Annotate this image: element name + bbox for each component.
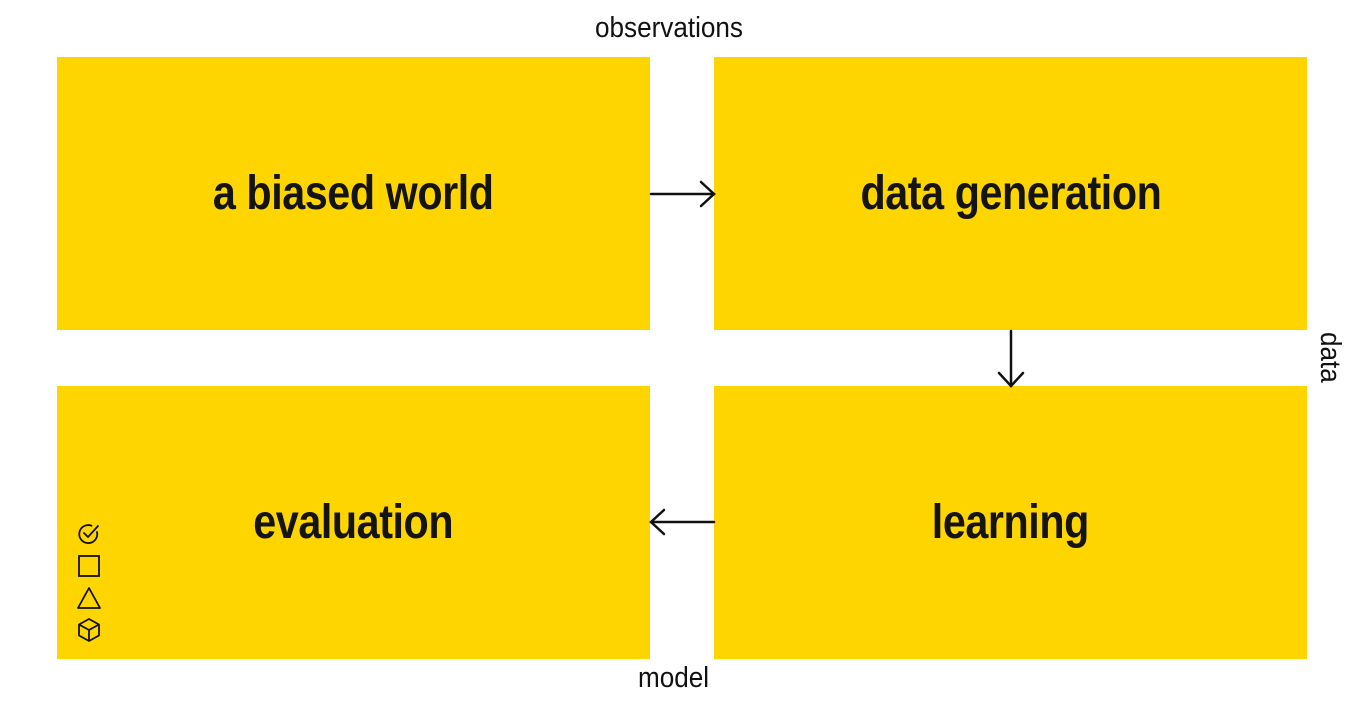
shape-toolbar (74, 520, 104, 644)
edge-label-model: model (638, 662, 710, 694)
edge-label-observations: observations (595, 12, 743, 44)
box-a-biased-world: a biased world (57, 57, 650, 330)
arrow-learning-to-evaluation (649, 508, 716, 536)
box-title: a biased world (213, 167, 494, 220)
box-data-generation: data generation (714, 57, 1307, 330)
box-learning: learning (714, 386, 1307, 659)
square-icon[interactable] (75, 552, 103, 580)
box-title: learning (931, 496, 1090, 549)
cube-icon[interactable] (75, 616, 103, 644)
box-evaluation: evaluation (57, 386, 650, 659)
check-circle-icon[interactable] (75, 520, 103, 548)
box-title: data generation (860, 167, 1161, 220)
box-title: evaluation (253, 496, 454, 549)
arrow-world-to-data (649, 180, 716, 208)
triangle-icon[interactable] (75, 584, 103, 612)
arrow-data-to-learning (997, 329, 1025, 388)
edge-label-data: data (1314, 332, 1346, 383)
